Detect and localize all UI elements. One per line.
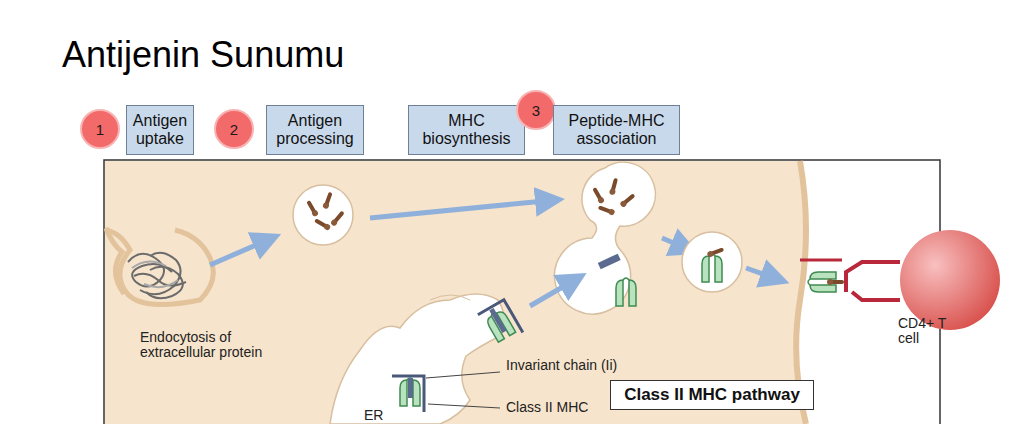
node-text: MHC biosynthesis <box>413 112 520 148</box>
callout-number: 3 <box>516 90 556 130</box>
fusing-vesicle <box>555 162 656 314</box>
node-text: 2 <box>230 121 238 138</box>
node-text: 3 <box>532 102 540 119</box>
surface-mhc-tcr <box>800 260 900 300</box>
pathway-box: Class II MHC pathway <box>610 380 814 410</box>
illustration-label: Invariant chain (Ii) <box>506 358 646 373</box>
transport-arrow <box>210 238 272 265</box>
endoplasmic-reticulum <box>330 294 523 424</box>
transport-arrow <box>370 200 555 218</box>
transport-arrow <box>530 278 578 306</box>
node-text: 1 <box>96 121 104 138</box>
leader-line <box>426 372 500 408</box>
illustration-label: ER <box>364 408 404 423</box>
step-box: Peptide-MHC association <box>553 105 680 155</box>
endosome <box>293 185 353 245</box>
step-box: MHC biosynthesis <box>408 105 525 155</box>
t-cell <box>900 230 1000 330</box>
illustration-label: CD4+ T cell <box>898 316 948 346</box>
node-text: Class II MHC pathway <box>619 385 805 405</box>
slide-title: Antijenin Sunumu <box>62 34 344 76</box>
callout-number: 2 <box>214 109 254 149</box>
loaded-vesicle <box>662 232 780 292</box>
step-box: Antigen uptake <box>126 105 194 155</box>
callout-number: 1 <box>80 109 120 149</box>
node-text: Peptide-MHC association <box>558 112 675 148</box>
illustration-label: Endocytosis of extracellular protein <box>140 330 270 360</box>
node-text: Antigen uptake <box>131 112 189 148</box>
endocytosis-pit <box>105 228 213 305</box>
node-text: Antigen processing <box>271 112 359 148</box>
illustration-label: Class II MHC <box>506 400 646 415</box>
step-box: Antigen processing <box>266 105 364 155</box>
panel-frame <box>104 160 940 424</box>
